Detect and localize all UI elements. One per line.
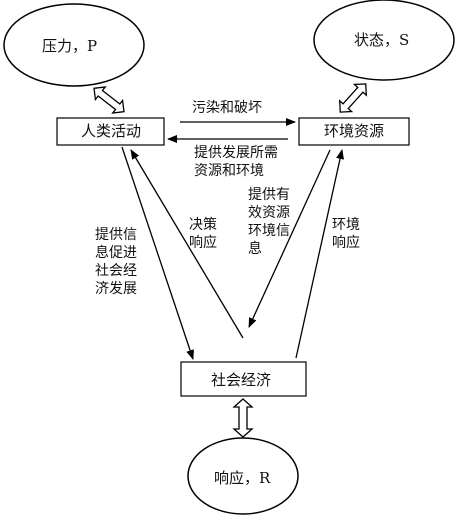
environment-resource-label: 环境资源 bbox=[324, 122, 385, 140]
state-label: 状态，S bbox=[354, 31, 410, 49]
pressure-label: 压力，P bbox=[42, 37, 98, 55]
provide-resources-label: 提供发展所需 资源和环境 bbox=[194, 145, 278, 179]
human-activity-box bbox=[56, 117, 165, 146]
provide-effective-info-label: 提供有 效资源 环境信 息 bbox=[248, 187, 290, 257]
provide-info-promote-label: 提供信 息促进 社会经 济发展 bbox=[95, 227, 137, 297]
environment-resource-box bbox=[298, 117, 410, 146]
social-economy-label: 社会经济 bbox=[211, 371, 272, 389]
decision-response-label: 决策 响应 bbox=[189, 217, 217, 251]
pressure-ellipse bbox=[3, 3, 145, 87]
social-response-double-arrow bbox=[232, 398, 254, 438]
social-economy-box bbox=[180, 361, 307, 397]
env-response-label: 环境 响应 bbox=[332, 217, 360, 251]
decision-response-arrow bbox=[130, 149, 244, 339]
state-environment-double-arrow bbox=[338, 83, 368, 113]
pollution-label: 污染和破坏 bbox=[192, 100, 262, 116]
response-label: 响应，R bbox=[214, 469, 271, 487]
provide-info-promote-arrow bbox=[121, 146, 194, 360]
state-ellipse bbox=[313, 0, 455, 81]
response-ellipse bbox=[187, 437, 299, 515]
env-response-arrow bbox=[295, 149, 344, 359]
pressure-human-double-arrow bbox=[93, 86, 125, 114]
provide-effective-info-arrow bbox=[248, 149, 331, 328]
human-activity-label: 人类活动 bbox=[81, 122, 142, 140]
